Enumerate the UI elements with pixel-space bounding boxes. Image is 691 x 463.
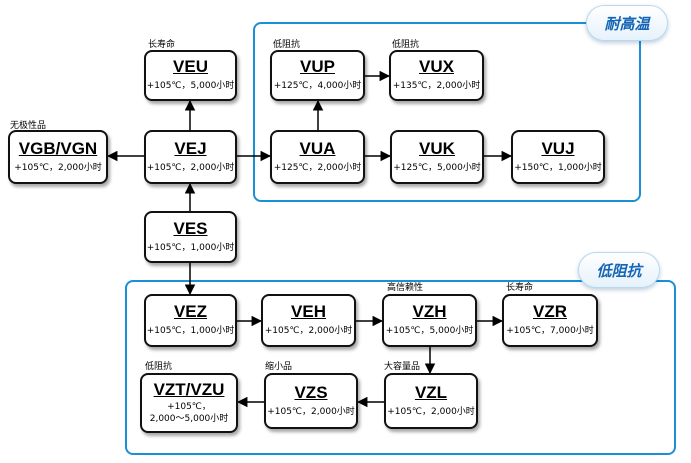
high-temp-tab: 耐高温 [586,5,668,41]
note-long-life-veu: 长寿命 [148,40,176,50]
node-veh: VEH +105℃，2,000小时 [261,294,356,347]
note-long-life-vzr: 长寿命 [506,283,534,293]
node-spec: +105℃，2,000小时 [387,406,475,417]
node-code: VEZ [173,302,208,322]
node-spec: +125℃，4,000小时 [273,81,362,92]
node-code: VZS [294,382,328,402]
node-spec: +105℃，2,000小时 [264,326,353,337]
node-code: VES [173,218,208,238]
node-vgb-vgn: VGB/VGN +105℃，2,000小时 [8,130,108,184]
node-vuk: VUK +125℃，5,000小时 [390,130,484,184]
node-vua: VUA +125℃，2,000小时 [270,130,365,184]
note-no-polarity: 无极性品 [10,121,47,131]
node-spec: +105℃，1,000小时 [146,242,235,253]
node-code: VZH [412,302,447,322]
node-spec: +105℃，7,000小时 [506,326,594,337]
node-ves: VES +105℃，1,000小时 [144,211,237,263]
node-code: VZR [533,302,567,322]
node-code: VZT/VZU [153,379,225,399]
node-spec: +105℃，5,000小时 [385,326,474,337]
node-code: VUP [300,57,335,77]
node-spec: +150℃，1,000小时 [514,162,602,173]
node-code: VEH [291,302,326,322]
node-spec: +125℃，2,000小时 [273,162,362,173]
node-vux: VUX +135℃，2,000小时 [389,50,484,101]
note-miniature: 缩小品 [265,362,293,372]
node-vej: VEJ +105℃，2,000小时 [144,130,237,184]
node-code: VUJ [541,138,575,158]
node-spec: +105℃，2,000小时 [14,162,102,173]
note-low-impedance-vzt: 低阻抗 [145,362,173,372]
node-vzs: VZS +105℃，2,000小时 [264,373,358,429]
node-spec: +135℃，2,000小时 [392,81,481,92]
node-code: VUA [299,138,336,158]
node-vez: VEZ +105℃，1,000小时 [144,294,237,347]
node-vup: VUP +125℃，4,000小时 [270,50,365,101]
node-code: VZL [414,382,448,402]
node-vzl: VZL +105℃，2,000小时 [384,373,478,429]
node-spec: +125℃，5,000小时 [393,162,481,173]
node-spec: +105℃，2,000小时 [146,162,235,173]
node-code: VUX [419,57,454,77]
node-code: VEJ [174,138,207,158]
node-spec-line2: 2,000～5,000小时 [149,413,229,424]
note-low-impedance-vup: 低阻抗 [273,40,301,50]
note-low-impedance-vux: 低阻抗 [392,40,420,50]
node-code: VGB/VGN [18,138,98,158]
high-temp-region [253,22,641,202]
node-vzh: VZH +105℃，5,000小时 [382,294,477,347]
node-vzt-vzu: VZT/VZU +105℃， 2,000～5,000小时 [140,373,238,433]
node-code: VEU [173,57,208,77]
node-code: VUK [419,138,455,158]
node-vuj: VUJ +150℃，1,000小时 [511,130,605,184]
node-spec: +105℃，2,000小时 [267,406,355,417]
low-impedance-tab: 低阻抗 [578,252,660,288]
low-impedance-region [125,280,676,455]
node-spec: +105℃，5,000小时 [146,81,235,92]
note-high-reliability: 高信赖性 [387,283,424,293]
node-spec: +105℃，1,000小时 [146,326,235,337]
node-veu: VEU +105℃，5,000小时 [144,50,237,101]
note-large-capacity: 大容量品 [384,362,421,372]
node-vzr: VZR +105℃，7,000小时 [502,294,598,347]
node-spec-line1: +105℃， [167,401,211,412]
